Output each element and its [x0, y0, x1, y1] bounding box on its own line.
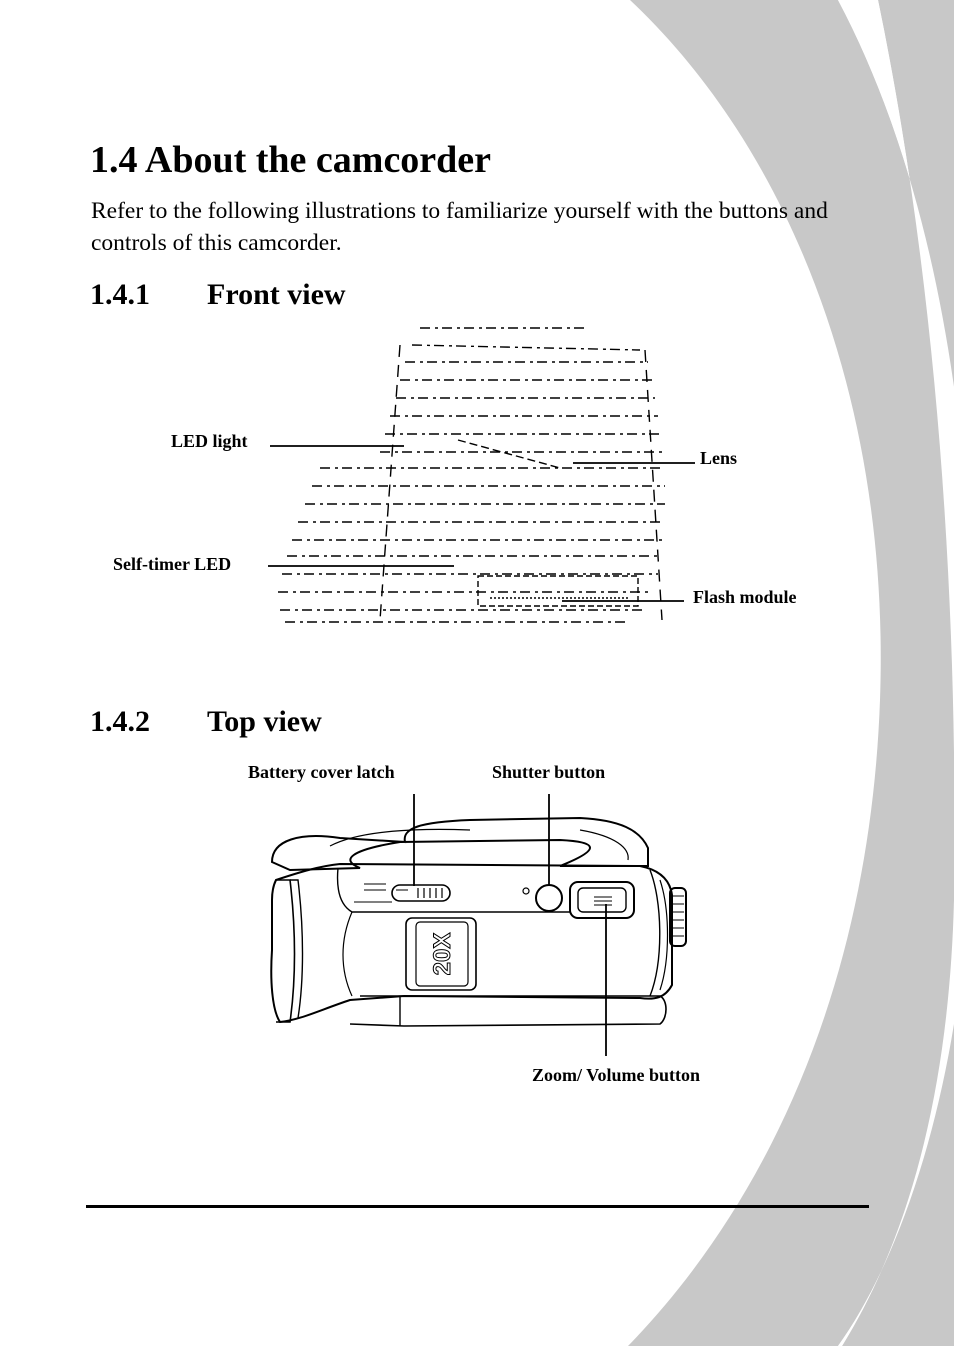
section-heading-front-view: 1.4.1 Front view: [90, 278, 346, 312]
camcorder-top-drawing: 20X: [270, 816, 687, 1027]
decor-swoosh-inner: [842, 0, 954, 1346]
lens-barrel: [276, 879, 296, 1023]
footer-rule: [86, 1205, 869, 1208]
section-heading-top-view: 1.4.2 Top view: [90, 705, 322, 739]
callout-led-light: LED light: [171, 431, 248, 451]
zoom-badge-text: 20X: [429, 933, 456, 976]
callout-self-timer-led: Self-timer LED: [113, 554, 232, 574]
section-number: 1.4.2: [90, 705, 150, 738]
hand-strap: [270, 816, 649, 872]
page-title: 1.4 About the camcorder: [90, 139, 492, 181]
section-title: Front view: [207, 278, 346, 311]
camcorder-front-drawing: [278, 327, 665, 623]
zoom-badge-panel: [405, 917, 477, 991]
front-view-leader-lines: [268, 445, 695, 602]
callout-lens: Lens: [700, 448, 738, 468]
battery-cover-latch: [391, 884, 451, 902]
callout-flash-module: Flash module: [693, 587, 797, 607]
decor-swoosh-outer: [628, 0, 954, 1346]
mode-dial: [669, 887, 687, 947]
callout-shutter-button: Shutter button: [492, 762, 606, 782]
callout-battery-cover-latch: Battery cover latch: [248, 762, 395, 782]
shutter-button: [535, 884, 563, 912]
base-plate: [349, 995, 667, 1027]
section-title: Top view: [207, 705, 322, 738]
zoom-volume-button: [569, 881, 635, 919]
section-number: 1.4.1: [90, 278, 150, 311]
top-view-leader-lines: [413, 794, 607, 1056]
intro-paragraph: Refer to the following illustrations to …: [91, 198, 828, 256]
callout-zoom-volume-button: Zoom/ Volume button: [532, 1065, 701, 1085]
